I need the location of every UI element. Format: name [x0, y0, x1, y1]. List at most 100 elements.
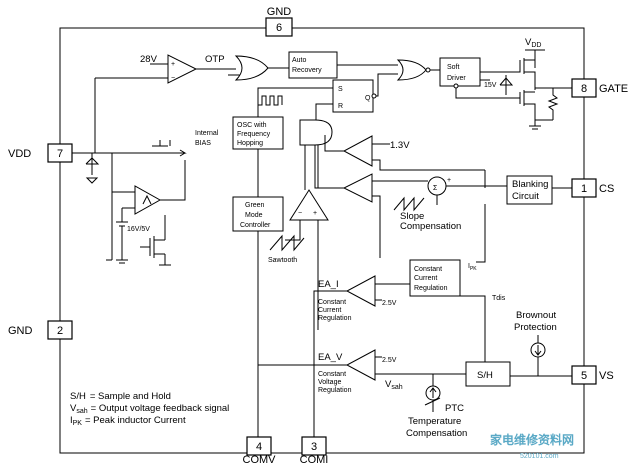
svg-text:Hopping: Hopping: [237, 140, 263, 147]
brownout-current-source: [530, 342, 546, 358]
label-2v5-b: 2.5V: [382, 357, 397, 364]
pin-comv: 4 COMV: [243, 436, 277, 466]
legend-ipk: IPK= Peak inductor Current: [70, 415, 186, 427]
ea-i-amplifier: [345, 275, 376, 307]
label-15v: 15V: [484, 82, 497, 89]
label-vsah: Vsah: [385, 379, 403, 391]
label-brownout-2: Protection: [514, 322, 557, 333]
svg-text:GATE: GATE: [599, 83, 628, 95]
svg-text:Mode: Mode: [245, 212, 263, 219]
label-ea-i-sub-1: Constant: [318, 299, 346, 306]
svg-text:+: +: [313, 210, 317, 217]
svg-text:Circuit: Circuit: [512, 191, 539, 202]
label-temp-comp-1: Temperature: [408, 416, 461, 427]
label-ea-i: EA_I: [318, 279, 339, 290]
svg-text:Driver: Driver: [447, 75, 466, 82]
label-ea-v-sub-3: Regulation: [318, 387, 352, 394]
mosfet-high: [519, 58, 536, 90]
label-temp-comp-2: Compensation: [406, 428, 467, 439]
svg-text:5: 5: [581, 370, 587, 382]
svg-text:CS: CS: [599, 183, 614, 195]
label-tdis: Tdis: [492, 295, 506, 302]
svg-text:COMV: COMV: [243, 454, 277, 466]
label-ptc: PTC: [445, 403, 464, 414]
svg-text:Σ: Σ: [433, 185, 438, 192]
svg-text:7: 7: [57, 148, 63, 160]
svg-text:R: R: [338, 103, 343, 110]
zener-vdd: [85, 153, 100, 184]
uvlo-switch: [140, 236, 165, 258]
svg-text:3: 3: [311, 441, 317, 453]
svg-text:+: +: [447, 177, 451, 184]
sawtooth-waveform: [269, 234, 305, 252]
svg-text:Soft: Soft: [447, 64, 460, 71]
svg-text:520101.com: 520101.com: [520, 453, 559, 460]
green-mode-block: Green Mode Controller: [232, 196, 284, 232]
osc-block: OSC with Frequency Hopping: [232, 116, 284, 150]
label-internal-bias-2: BIAS: [195, 140, 211, 147]
label-slope-1: Slope: [400, 211, 424, 222]
sample-hold-block: S/H: [465, 361, 511, 387]
svg-text:+: +: [171, 61, 175, 68]
pin-gnd-top: 6 GND: [265, 6, 293, 37]
label-otp: OTP: [205, 54, 225, 65]
legend-vsah: Vsah= Output voltage feedback signal: [70, 403, 229, 415]
pin-comi: 3 COMI: [300, 436, 329, 466]
label-sawtooth: Sawtooth: [268, 257, 297, 264]
svg-text:Q: Q: [365, 95, 371, 102]
svg-text:GND: GND: [267, 6, 292, 18]
svg-text:Current: Current: [414, 275, 437, 282]
ea-v-amplifier: [345, 349, 376, 381]
label-internal-bias-1: Internal: [195, 130, 219, 137]
blanking-block: Blanking Circuit: [506, 175, 553, 205]
label-slope-2: Compensation: [400, 221, 461, 232]
pin-vs: 5 VS: [571, 365, 614, 385]
svg-text:8: 8: [581, 83, 587, 95]
svg-text:VDD: VDD: [8, 148, 31, 160]
svg-text:4: 4: [256, 441, 262, 453]
label-ea-v: EA_V: [318, 352, 343, 363]
svg-text:S: S: [338, 86, 343, 93]
svg-text:1: 1: [581, 183, 587, 195]
svg-text:Frequency: Frequency: [237, 131, 271, 138]
svg-text:−: −: [298, 210, 302, 217]
label-1v3: 1.3V: [390, 140, 410, 151]
zener-15v: [499, 75, 514, 95]
label-ea-v-sub-2: Voltage: [318, 379, 341, 386]
svg-text:COMI: COMI: [300, 454, 329, 466]
svg-text:S/H: S/H: [477, 370, 493, 381]
nor-gate: [396, 59, 431, 81]
label-16v5v: 16V/5V: [127, 226, 150, 233]
svg-text:Regulation: Regulation: [414, 285, 448, 292]
svg-text:Constant: Constant: [414, 266, 442, 273]
auto-recovery-block: Auto Recovery: [288, 51, 338, 79]
svg-text:−: −: [171, 75, 175, 82]
svg-text:Controller: Controller: [240, 222, 271, 229]
pin-gate: 8 GATE: [571, 78, 628, 98]
svg-text:Recovery: Recovery: [292, 67, 322, 74]
label-vdd-supply: VDD: [525, 37, 541, 49]
or-gate-otp: [234, 55, 269, 81]
soft-driver-block: Soft Driver: [439, 57, 481, 87]
label-ea-i-sub-3: Regulation: [318, 315, 352, 322]
pin-vdd: 7 VDD: [8, 143, 73, 163]
watermark: 家电维修资料网 520101.com: [490, 432, 574, 460]
legend: S/H= Sample and Hold Vsah= Output voltag…: [70, 391, 229, 427]
svg-text:家电维修资料网: 家电维修资料网: [490, 432, 574, 447]
svg-text:6: 6: [276, 22, 282, 34]
label-ea-i-sub-2: Current: [318, 307, 341, 314]
pin-cs: 1 CS: [571, 178, 614, 198]
comparator-1v3: [342, 135, 373, 167]
svg-text:2: 2: [57, 325, 63, 337]
pin-gnd-left: 2 GND: [8, 320, 73, 340]
cc-regulation-block: Constant Current Regulation: [409, 259, 461, 297]
sr-latch: S R Q: [332, 79, 374, 113]
comparator-cs: [342, 173, 373, 203]
svg-text:Blanking: Blanking: [512, 179, 548, 190]
gate-resistor: [547, 88, 559, 120]
label-brownout-1: Brownout: [516, 310, 556, 321]
svg-text:OSC with: OSC with: [237, 122, 267, 129]
and-gate: [299, 119, 333, 146]
label-ea-v-sub-1: Constant: [318, 371, 346, 378]
